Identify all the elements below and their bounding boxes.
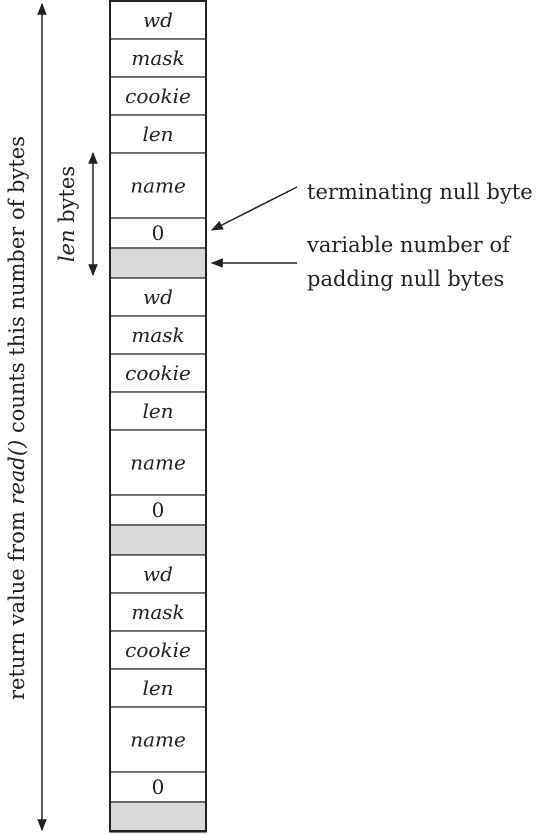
record-3-cookie-label: cookie <box>125 638 191 662</box>
event-records-column: wd mask cookie len name 0 wd mask cookie len name 0… <box>109 0 207 833</box>
record-2-wd-label: wd <box>143 285 173 309</box>
record-1-wd-label: wd <box>143 8 173 32</box>
record-3-wd-label: wd <box>143 562 173 586</box>
record-2-len-cell <box>109 391 207 431</box>
record-3-mask-cell <box>109 592 207 632</box>
record-1-padding-cell <box>109 247 207 279</box>
len-bytes-label-rest: bytes <box>55 166 79 230</box>
record-1-len-label: len <box>142 122 173 146</box>
record-2-cookie-label: cookie <box>125 361 191 385</box>
record-2-null-terminator-label: 0 <box>152 498 165 522</box>
record-2-name-label: name <box>130 451 186 475</box>
record-3-padding-cell <box>109 801 207 833</box>
buffer-outline <box>109 0 207 832</box>
record-1-mask-label: mask <box>131 46 184 70</box>
record-3-name-label: name <box>130 728 186 752</box>
padding-label-line2: padding null bytes <box>307 267 504 291</box>
terminating-null-pointer-arrow <box>210 186 298 231</box>
record-1-null-terminator-label: 0 <box>152 221 165 245</box>
record-2-mask-label: mask <box>131 323 184 347</box>
record-1-name-label: name <box>130 174 186 198</box>
record-2-null-terminator-cell <box>109 494 207 526</box>
record-3-len-label: len <box>142 676 173 700</box>
terminating-null-label: terminating null byte <box>307 180 533 204</box>
total-bytes-label-prefix: return value from <box>5 505 29 700</box>
total-bytes-label-function: read() <box>5 440 29 505</box>
record-1-cookie-label: cookie <box>125 84 191 108</box>
record-2-padding-cell <box>109 524 207 556</box>
record-1-mask-cell <box>109 38 207 78</box>
record-2-len-label: len <box>142 399 173 423</box>
record-3-mask-label: mask <box>131 600 184 624</box>
record-1-wd-cell <box>109 0 207 40</box>
total-bytes-label-suffix: counts this number of bytes <box>5 136 29 440</box>
padding-label-line1: variable number of <box>306 233 512 257</box>
total-bytes-label: return value from read() counts this num… <box>5 136 29 700</box>
len-bytes-label: len bytes <box>55 166 79 262</box>
record-3-null-terminator-label: 0 <box>152 775 165 799</box>
len-bytes-label-italic: len <box>55 229 79 262</box>
